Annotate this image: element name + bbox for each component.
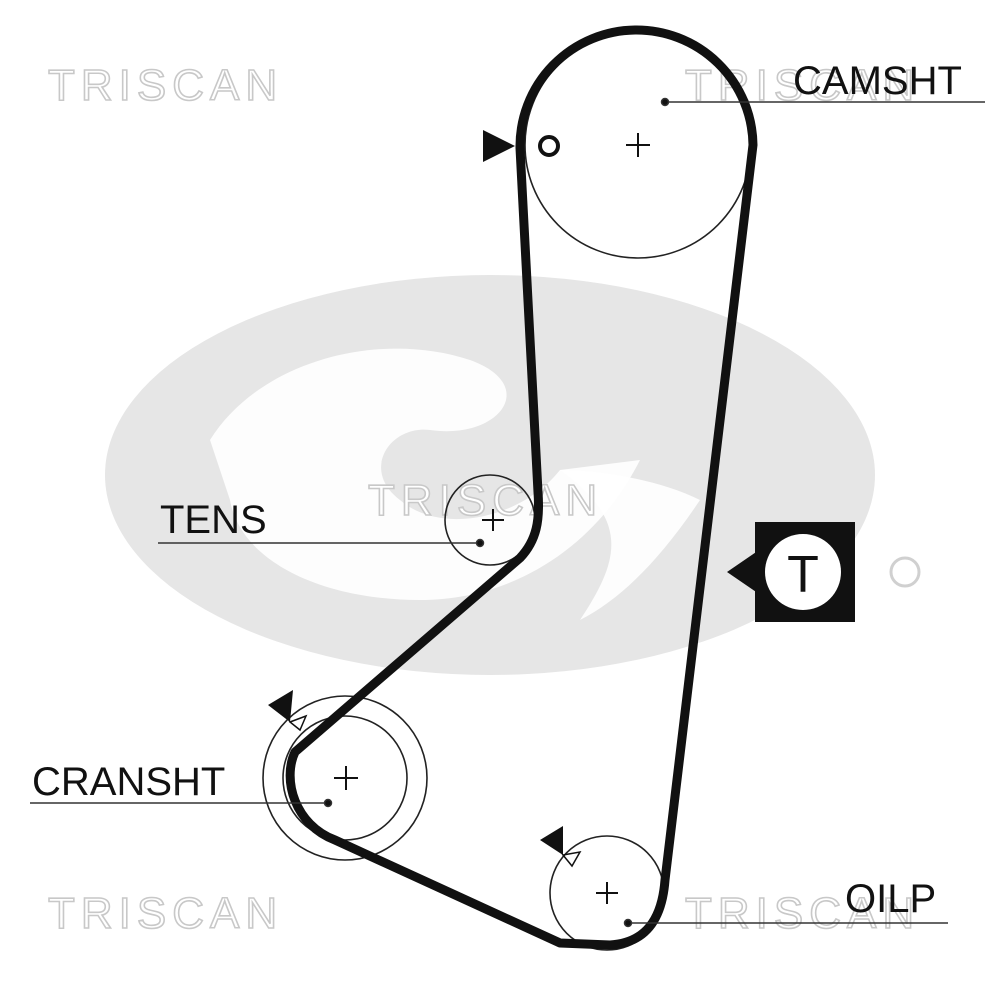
oil-pump-label: OILP [845,877,936,921]
crankshaft-label: CRANSHT [32,760,225,804]
watermark-triscan-bottom-right: TRISCAN [685,889,920,938]
camshaft-direction-marker-icon [483,130,515,162]
watermark-triscan-top-left: TRISCAN [48,61,283,110]
timing-belt [285,25,758,950]
oil-pump-center-icon [596,882,618,904]
tensioner-center-icon [482,509,504,531]
watermark-triscan-middle: TRISCAN [368,476,603,525]
camshaft-center-icon [626,133,650,157]
crankshaft-leader [30,798,333,808]
tensioner-label: TENS [160,498,267,542]
camshaft-leader [660,97,985,107]
tensioner-leader [158,538,485,548]
crankshaft-marker-outline-icon [288,714,308,732]
oil-pump-direction-marker-icon [540,826,563,855]
camshaft-label: CAMSHT [793,59,962,103]
tension-arrow-icon [727,548,762,596]
crankshaft-pulley-outer [262,695,428,861]
oil-pump-leader [623,918,948,928]
oil-pump-marker-outline-icon [561,850,582,868]
registered-mark-icon [889,556,921,588]
tension-marker-letter: T [787,546,819,604]
crankshaft-center-icon [334,766,358,790]
tension-check-marker: T [727,522,855,622]
watermark-triscan-bottom-left: TRISCAN [48,889,283,938]
camshaft-timing-dot-icon [538,135,560,157]
crankshaft-direction-marker-icon [268,690,293,722]
